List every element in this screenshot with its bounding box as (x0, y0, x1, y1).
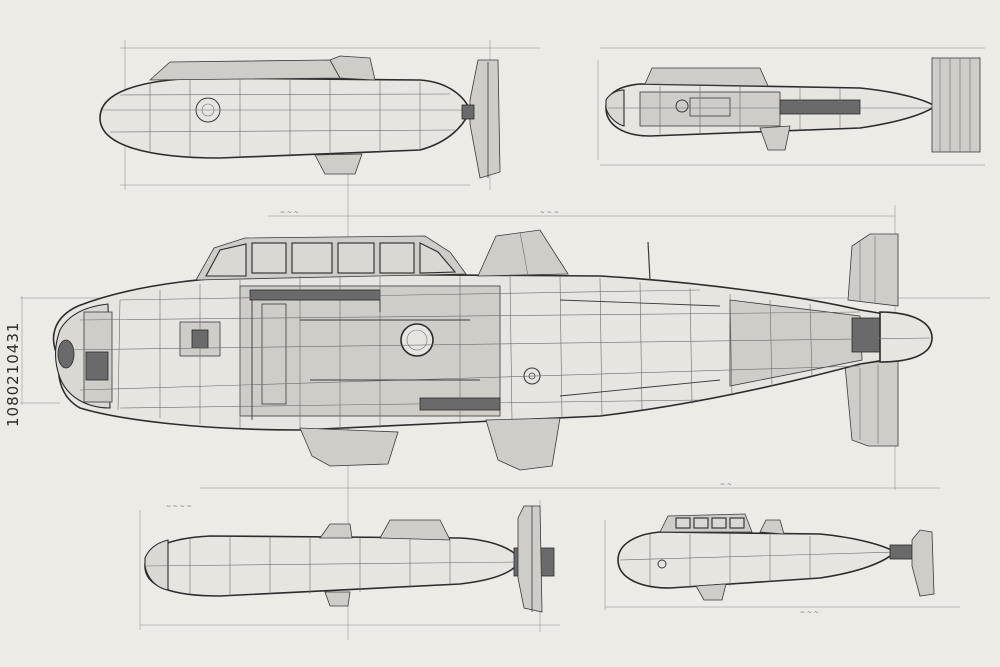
cabin-windows (675, 517, 745, 529)
internal-pipes (251, 299, 721, 420)
main-cutaway-view: ~ ~ ~ ~ ~ ~ ~ ~ (52, 209, 933, 488)
svg-text:~ ~: ~ ~ (720, 481, 732, 488)
svg-text:~ ~ ~: ~ ~ ~ (540, 209, 559, 216)
bottom-right-side-view: ~ ~ ~ (617, 513, 935, 616)
svg-text:~ ~ ~ ~: ~ ~ ~ ~ (166, 503, 192, 510)
top-left-side-view (99, 55, 501, 179)
stock-id-label: 1080210431 (4, 321, 22, 427)
svg-text:~ ~ ~: ~ ~ ~ (280, 209, 299, 216)
svg-text:~ ~ ~: ~ ~ ~ (800, 609, 819, 616)
canopy-windows (205, 242, 457, 277)
top-right-section-view (605, 57, 981, 153)
bottom-left-side-view: ~ ~ ~ ~ (144, 503, 555, 613)
